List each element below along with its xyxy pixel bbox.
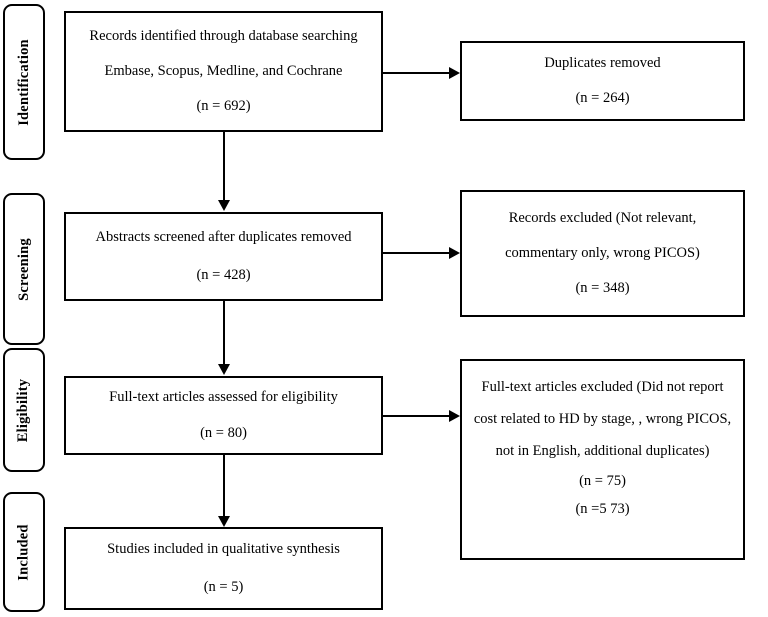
connector-assessed-to-fulltext-excluded: [383, 415, 450, 417]
stage-label-identification: Identification: [3, 4, 45, 160]
box-full-text-excluded-line-4: (n = 75): [579, 472, 626, 489]
box-records-identified-line-1: Records identified through database sear…: [89, 27, 358, 44]
box-abstracts-screened-line-1: Abstracts screened after duplicates remo…: [95, 229, 352, 246]
box-studies-included: Studies included in qualitative synthesi…: [64, 527, 383, 610]
box-full-text-excluded-line-3: not in English, additional duplicates): [495, 443, 710, 460]
box-full-text-excluded-line-5: (n =5 73): [575, 500, 630, 517]
box-records-excluded: Records excluded (Not relevant, commenta…: [460, 190, 745, 317]
box-duplicates-removed-line-1: Duplicates removed: [544, 54, 661, 71]
stage-label-included: Included: [3, 492, 45, 612]
box-abstracts-screened-line-2: (n = 428): [196, 266, 251, 283]
arrow-identified-to-screened: [218, 200, 230, 211]
stage-label-eligibility: Eligibility: [3, 348, 45, 472]
arrow-screened-to-excluded: [449, 247, 460, 259]
box-full-text-assessed: Full-text articles assessed for eligibil…: [64, 376, 383, 455]
box-records-excluded-line-3: (n = 348): [575, 280, 630, 297]
box-abstracts-screened: Abstracts screened after duplicates remo…: [64, 212, 383, 301]
box-full-text-assessed-line-1: Full-text articles assessed for eligibil…: [109, 389, 338, 406]
arrow-screened-to-assessed: [218, 364, 230, 375]
box-records-identified: Records identified through database sear…: [64, 11, 383, 132]
stage-label-included-text: Included: [15, 523, 32, 581]
box-full-text-excluded: Full-text articles excluded (Did not rep…: [460, 359, 745, 560]
connector-screened-to-assessed: [223, 301, 225, 365]
box-duplicates-removed: Duplicates removed (n = 264): [460, 41, 745, 121]
box-duplicates-removed-line-2: (n = 264): [575, 90, 630, 106]
stage-label-identification-text: Identification: [15, 38, 32, 126]
box-records-identified-line-2: Embase, Scopus, Medline, and Cochrane: [104, 62, 343, 79]
box-full-text-excluded-line-2: cost related to HD by stage, , wrong PIC…: [473, 411, 732, 428]
stage-label-screening: Screening: [3, 193, 45, 345]
box-full-text-excluded-line-1: Full-text articles excluded (Did not rep…: [481, 378, 724, 395]
arrow-assessed-to-included: [218, 516, 230, 527]
box-full-text-assessed-line-2: (n = 80): [200, 424, 247, 441]
box-studies-included-line-1: Studies included in qualitative synthesi…: [107, 541, 340, 558]
arrow-identified-to-duplicates: [449, 67, 460, 79]
box-records-excluded-line-2: commentary only, wrong PICOS): [505, 244, 700, 261]
connector-screened-to-excluded: [383, 252, 450, 254]
connector-identified-to-duplicates: [383, 72, 450, 74]
box-records-identified-line-3: (n = 692): [196, 98, 251, 115]
box-records-excluded-line-1: Records excluded (Not relevant,: [508, 209, 697, 226]
connector-assessed-to-included: [223, 455, 225, 517]
arrow-assessed-to-fulltext-excluded: [449, 410, 460, 422]
stage-label-eligibility-text: Eligibility: [15, 378, 32, 442]
box-studies-included-line-2: (n = 5): [203, 578, 244, 595]
stage-label-screening-text: Screening: [15, 237, 32, 301]
connector-identified-to-screened: [223, 132, 225, 202]
